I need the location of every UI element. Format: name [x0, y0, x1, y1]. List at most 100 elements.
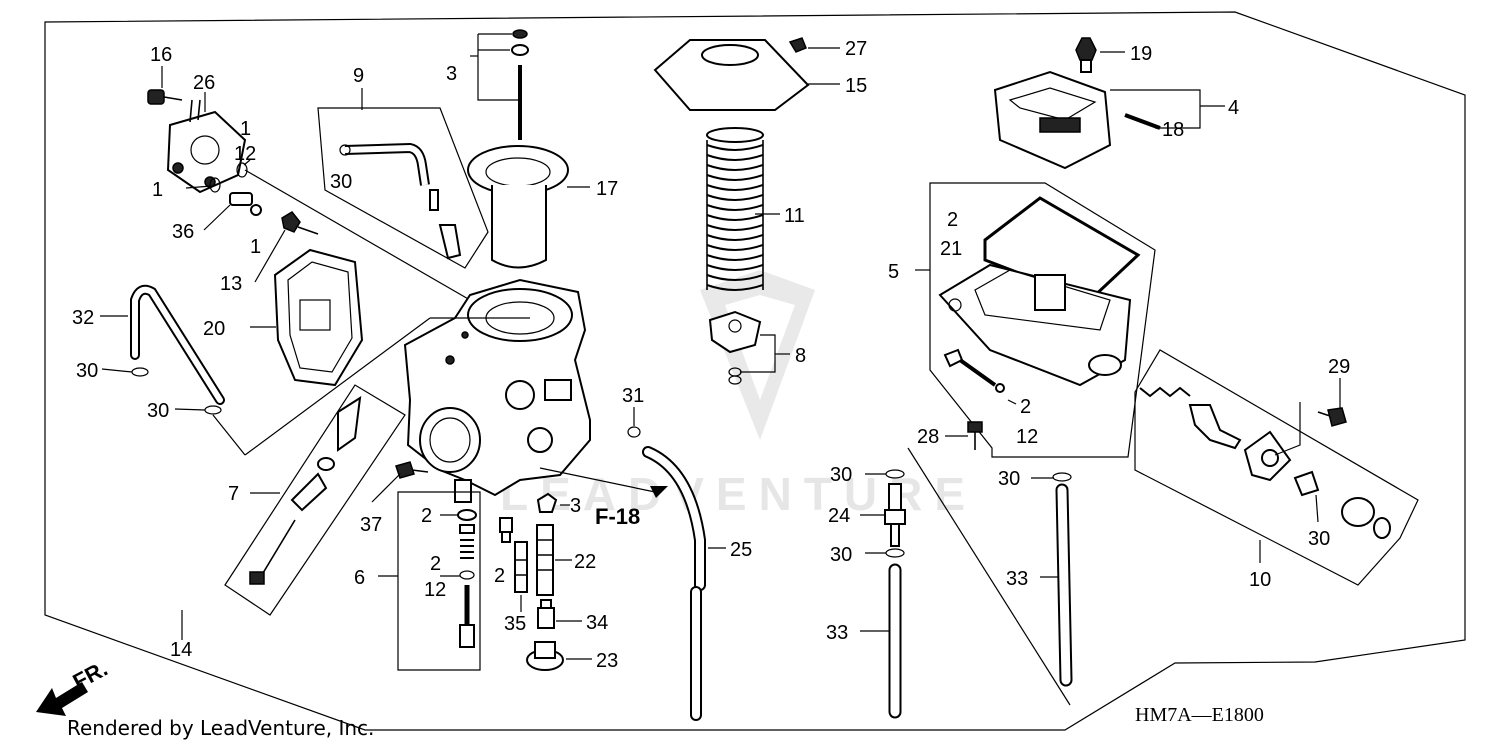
callout-3: 3 — [446, 63, 457, 85]
part-20-cover — [273, 248, 364, 387]
front-direction-arrow: FR. — [36, 656, 112, 716]
reference-label: F-18 — [595, 504, 640, 529]
callout-2: 2 — [1020, 396, 1031, 418]
callout-13: 13 — [220, 273, 242, 295]
part-23-drain-plug — [526, 641, 564, 671]
callout-32: 32 — [72, 307, 94, 329]
callout-23: 23 — [596, 650, 618, 672]
callout-37: 37 — [360, 514, 382, 536]
part-35-jet — [514, 541, 528, 593]
callout-25: 25 — [730, 539, 752, 561]
callout-16: 16 — [150, 44, 172, 66]
callout-33: 33 — [826, 622, 848, 644]
callout-30: 30 — [76, 360, 98, 382]
callout-6: 6 — [354, 567, 365, 589]
callout-2: 2 — [430, 553, 441, 575]
part-11-spring — [706, 127, 764, 291]
callout-30: 30 — [147, 400, 169, 422]
callout-12: 12 — [1016, 426, 1038, 448]
callout-22: 22 — [574, 551, 596, 573]
part-1-orings — [209, 162, 248, 193]
part-8-holder — [708, 310, 762, 385]
part-28-screw — [967, 421, 983, 450]
callout-20: 20 — [203, 318, 225, 340]
callout-21: 21 — [940, 238, 962, 260]
callout-19: 19 — [1130, 43, 1152, 65]
part-12-screw-right — [943, 348, 1005, 393]
part-25-drain-tube — [642, 446, 706, 721]
callout-labels: 1 1 1 2 2 2 2 2 3 3 4 5 6 7 8 9 10 11 12… — [72, 38, 1350, 672]
callout-2: 2 — [947, 209, 958, 231]
part-19-screw — [1075, 37, 1097, 73]
part-29-leader — [1274, 402, 1301, 456]
part-3-needle — [511, 29, 529, 140]
part-4-float — [993, 70, 1112, 170]
part-34-holder — [537, 599, 555, 629]
callout-30: 30 — [830, 464, 852, 486]
callout-7: 7 — [228, 483, 239, 505]
part-33-tube-right — [1052, 472, 1073, 687]
part-18-float-pin — [1124, 113, 1161, 130]
part-22-needle-jet — [536, 524, 554, 596]
callout-14: 14 — [170, 639, 192, 661]
leader-lines — [100, 33, 1341, 660]
callout-2: 2 — [421, 505, 432, 527]
callout-5: 5 — [888, 261, 899, 283]
callout-30: 30 — [330, 171, 352, 193]
part-6-main-jet-set — [457, 509, 477, 648]
reference-arrow — [539, 467, 668, 498]
part-29-screw — [1317, 407, 1347, 427]
callout-12: 12 — [424, 579, 446, 601]
callout-1: 1 — [152, 179, 163, 201]
callout-29: 29 — [1328, 356, 1350, 378]
callout-8: 8 — [795, 345, 806, 367]
part-5-float-chamber — [938, 263, 1132, 387]
credit-text: Rendered by LeadVenture, Inc. — [67, 716, 374, 740]
callout-2: 2 — [494, 565, 505, 587]
diagram-code: HM7A—E1800 — [1135, 704, 1264, 726]
part-32-hose — [130, 284, 225, 405]
callout-30: 30 — [998, 468, 1020, 490]
part-9-group-outline — [317, 107, 489, 269]
callout-30: 30 — [1308, 528, 1330, 550]
part-24-joint — [884, 483, 906, 547]
assembly-boundary — [44, 11, 1466, 731]
part-7-group-outline — [224, 384, 406, 616]
part-6-group-outline — [397, 491, 481, 671]
part-9-needle-set — [339, 142, 462, 260]
part-36-fitting — [229, 192, 262, 216]
callout-17: 17 — [596, 178, 618, 200]
part-17-diaphragm-piston — [467, 145, 569, 269]
carburetor-body — [403, 278, 591, 503]
callout-4: 4 — [1228, 97, 1239, 119]
callout-33: 33 — [1006, 568, 1028, 590]
callout-11: 11 — [784, 205, 805, 227]
callout-26: 26 — [193, 72, 215, 94]
part-15-chamber-cover — [653, 39, 810, 111]
callout-28: 28 — [917, 426, 939, 448]
part-27-screw — [788, 37, 807, 53]
callout-27: 27 — [845, 38, 867, 60]
callout-15: 15 — [845, 75, 867, 97]
callout-34: 34 — [586, 612, 608, 634]
callout-1: 1 — [250, 236, 261, 258]
callout-10: 10 — [1249, 569, 1271, 591]
part-10-accelerator-pump — [1139, 386, 1391, 539]
callout-36: 36 — [172, 221, 194, 243]
part-2-small-jet — [499, 517, 513, 543]
part-7-pilot-screw-set — [249, 396, 362, 585]
part-10-group-outline — [1134, 349, 1419, 586]
part-31-clip — [627, 426, 641, 438]
callout-12: 12 — [234, 143, 256, 165]
part-37-screw — [395, 461, 429, 479]
callout-24: 24 — [828, 505, 850, 527]
callout-35: 35 — [504, 613, 526, 635]
callout-30: 30 — [830, 544, 852, 566]
callout-3: 3 — [570, 495, 581, 517]
callout-31: 31 — [622, 385, 644, 407]
callout-9: 9 — [353, 65, 364, 87]
part-16-screw — [147, 89, 183, 105]
callout-1: 1 — [240, 118, 251, 140]
part-3-lower-jet — [536, 492, 558, 513]
